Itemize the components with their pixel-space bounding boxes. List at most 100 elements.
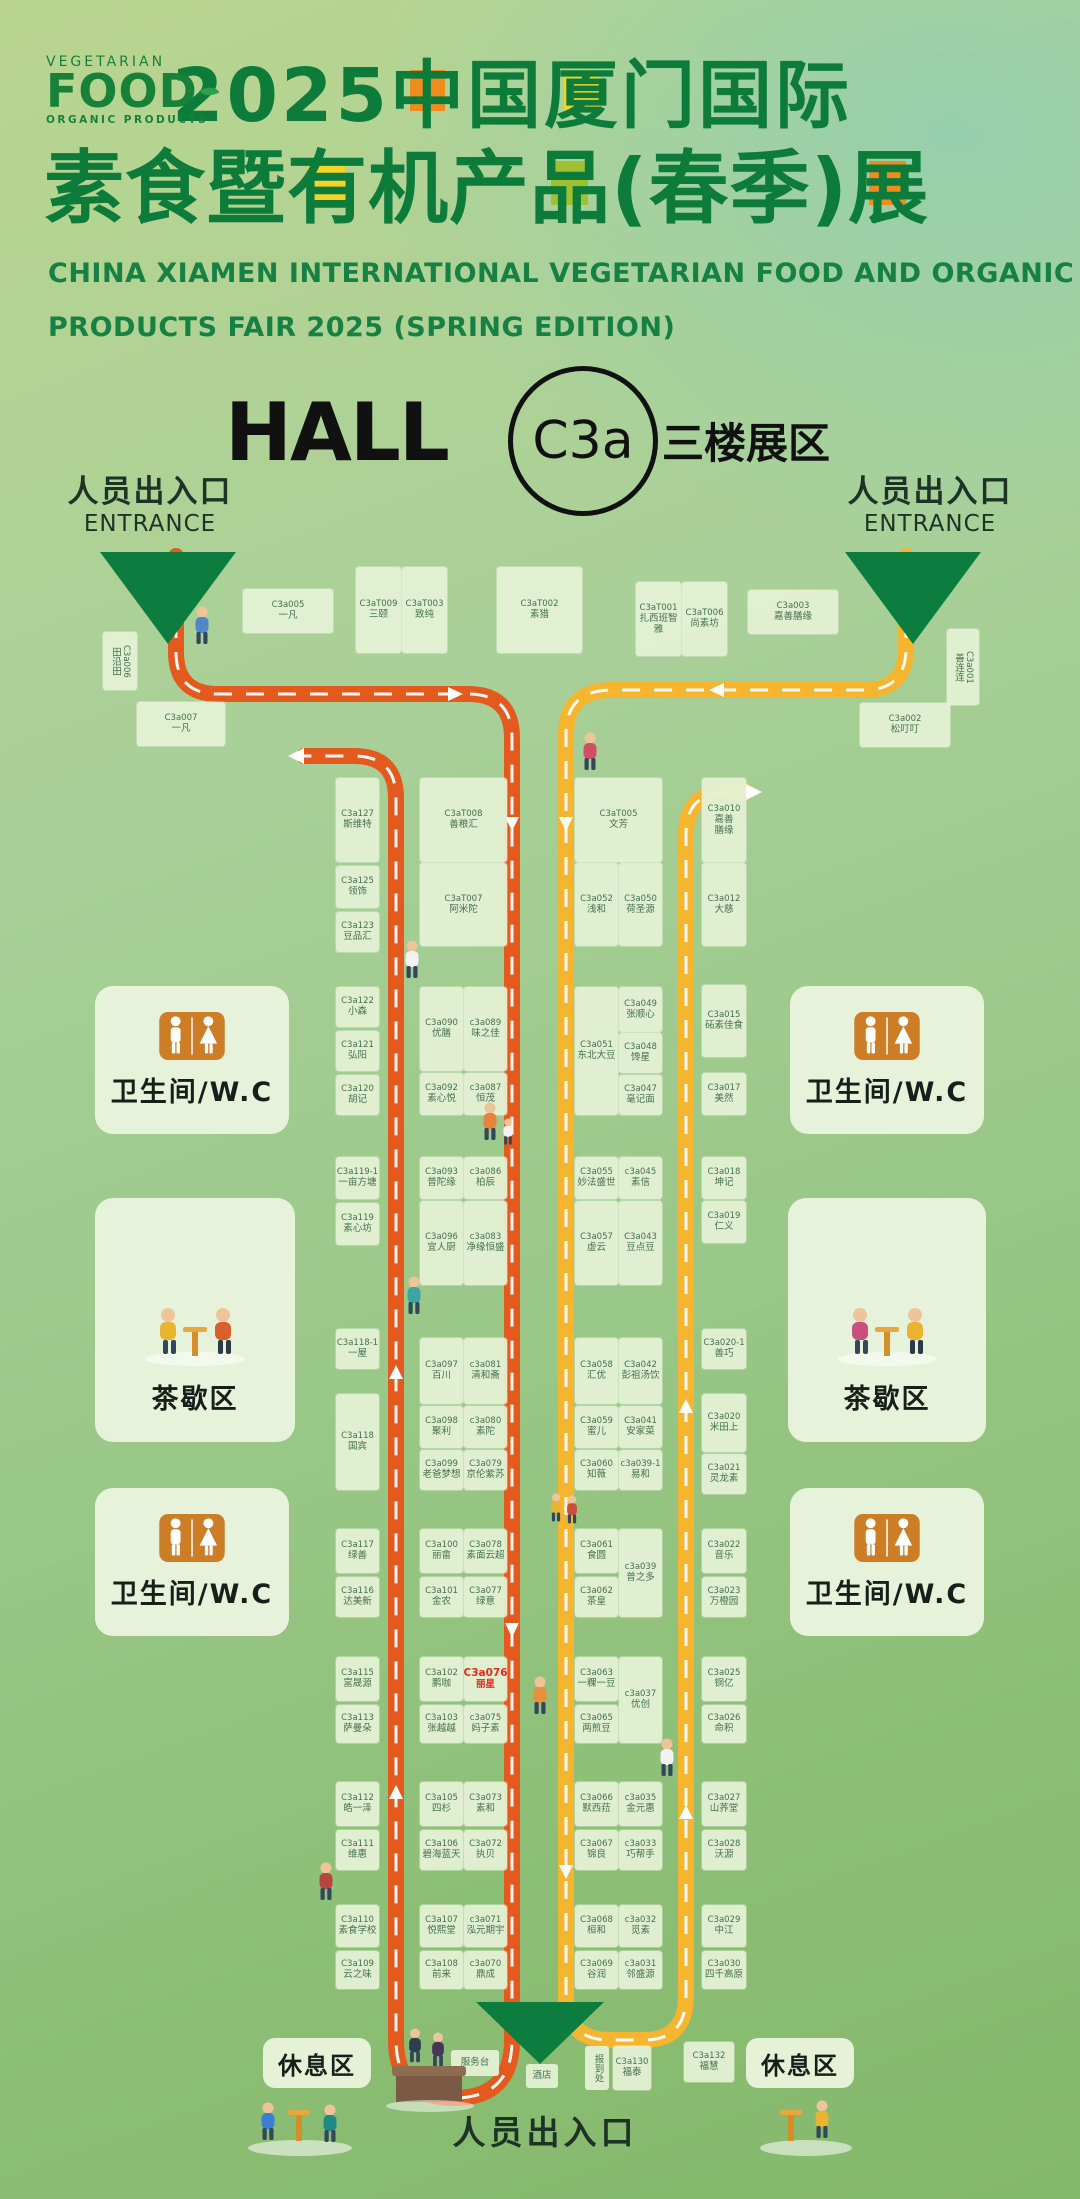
booth-name: 灵龙素 bbox=[709, 1473, 739, 1485]
booth-name: 素心悦 bbox=[427, 1093, 456, 1105]
entrance-top-right: 人员出入口 ENTRANCE bbox=[847, 474, 1013, 537]
booth-code: c3a031 bbox=[624, 1959, 657, 1970]
booth-code: C3aT002 bbox=[520, 599, 559, 610]
booth-name: 默西菈 bbox=[582, 1803, 611, 1815]
logo-line-organic: ORGANIC PRODUCTS bbox=[46, 113, 209, 126]
booth-code: c3a083 bbox=[469, 1232, 502, 1243]
booth-name: 一粿一豆 bbox=[577, 1678, 616, 1690]
booth-name: 毫记面 bbox=[626, 1094, 655, 1106]
booth-name: 浅和 bbox=[586, 903, 606, 915]
person-shopper bbox=[195, 606, 209, 644]
booth-code: C3aT006 bbox=[685, 608, 724, 619]
hall-word: HALL bbox=[225, 386, 450, 479]
booth-code: C3a069 bbox=[580, 1959, 613, 1970]
booth-code: C3a061 bbox=[580, 1540, 613, 1551]
logo-line-vegetarian: VEGETARIAN bbox=[46, 54, 166, 70]
booth-code: C3a072 bbox=[469, 1839, 502, 1850]
booth-name: 柏辰 bbox=[475, 1177, 495, 1189]
booth-code: C3a021 bbox=[707, 1463, 741, 1474]
person-child bbox=[503, 1118, 513, 1145]
booth-name: 优创 bbox=[630, 1699, 650, 1711]
booth-code: c3a086 bbox=[469, 1167, 502, 1178]
booth-code: c3a087 bbox=[469, 1083, 502, 1094]
event-logo: VEGETARIAN FOOD ORGANIC PRODUCTS bbox=[46, 54, 220, 126]
booth-name: 彭祖汤饮 bbox=[621, 1370, 660, 1382]
booth-name: 云之味 bbox=[343, 1969, 372, 1981]
booth-code: C3a062 bbox=[580, 1586, 613, 1597]
booth-code: C3a109 bbox=[341, 1959, 374, 1970]
booth-code: C3a026 bbox=[707, 1713, 741, 1724]
poster-title-line2: 素食暨有机产品(春季)展 bbox=[44, 142, 930, 235]
booth-name: 妈子素 bbox=[471, 1723, 500, 1735]
booth-name: 丽畲 bbox=[431, 1550, 451, 1562]
booth-name: 沃源 bbox=[714, 1849, 734, 1861]
booth-code: C3a003 bbox=[776, 601, 810, 612]
booth-name: 食圆 bbox=[586, 1550, 606, 1562]
booth-code: C3a090 bbox=[425, 1018, 458, 1029]
booth-name: 张越越 bbox=[427, 1723, 456, 1735]
booth-code: C3a110 bbox=[341, 1915, 374, 1926]
booth-name: 扎西班智雅 bbox=[639, 612, 678, 635]
booth-code: C3aT005 bbox=[599, 809, 638, 820]
booth-name: 绿意 bbox=[475, 1596, 495, 1608]
wc-icon bbox=[854, 1011, 920, 1060]
booth-name: 碧海蓝天 bbox=[422, 1849, 461, 1861]
booth-code: C3a020 bbox=[707, 1412, 741, 1423]
booth-name: 万橙园 bbox=[709, 1596, 739, 1608]
poster-subtitle-line1: CHINA XIAMEN INTERNATIONAL VEGETARIAN FO… bbox=[48, 258, 1075, 289]
booth-name: 邻盛源 bbox=[626, 1969, 655, 1981]
wc-label: 卫生间/W.C bbox=[110, 1076, 274, 1108]
booth-name: 嘉善膳缘 bbox=[773, 611, 812, 623]
booth-code: C3a019 bbox=[707, 1211, 741, 1222]
booth-code: C3a059 bbox=[580, 1416, 613, 1427]
person-man-box bbox=[533, 1676, 547, 1714]
booth-name: 米田上 bbox=[709, 1422, 739, 1434]
route-direction-arrows bbox=[288, 683, 762, 1879]
booth-name: 谷润 bbox=[586, 1969, 606, 1981]
booth-name: 恒茂 bbox=[475, 1093, 495, 1105]
booth-name: 阿米陀 bbox=[449, 903, 478, 915]
booth-code: C3aT007 bbox=[444, 893, 483, 904]
booth-code: C3a103 bbox=[425, 1713, 458, 1724]
booth-code: C3a096 bbox=[425, 1232, 458, 1243]
booth-code: C3a048 bbox=[624, 1042, 657, 1053]
facility-label: 报到处 bbox=[585, 2046, 609, 2090]
booth-name: 素猎 bbox=[529, 609, 549, 621]
booth-code: C3a049 bbox=[624, 998, 657, 1009]
booth-name: 命积 bbox=[714, 1723, 734, 1735]
booth-name: 普之多 bbox=[626, 1572, 655, 1584]
booth-code: C3a100 bbox=[425, 1540, 458, 1551]
booth-code: C3a027 bbox=[707, 1793, 741, 1804]
wc-label: 卫生间/W.C bbox=[805, 1076, 969, 1108]
booth-name: 尚素坊 bbox=[690, 618, 719, 630]
hall-code-badge: C3a bbox=[508, 366, 658, 516]
booth-name: 福泰 bbox=[622, 2067, 642, 2079]
booth-name: 领饰 bbox=[347, 886, 367, 898]
wc-badge-top-left: 卫生间/W.C bbox=[95, 986, 289, 1134]
booth-name: 素食学校 bbox=[338, 1925, 377, 1937]
rest-label: 休息区 bbox=[761, 2051, 839, 2080]
route-yellow-dashes bbox=[564, 556, 908, 2042]
booth-name: 馋星 bbox=[630, 1052, 650, 1064]
booth-code: C3a068 bbox=[580, 1915, 613, 1926]
booth-name: 巧帮手 bbox=[626, 1849, 655, 1861]
